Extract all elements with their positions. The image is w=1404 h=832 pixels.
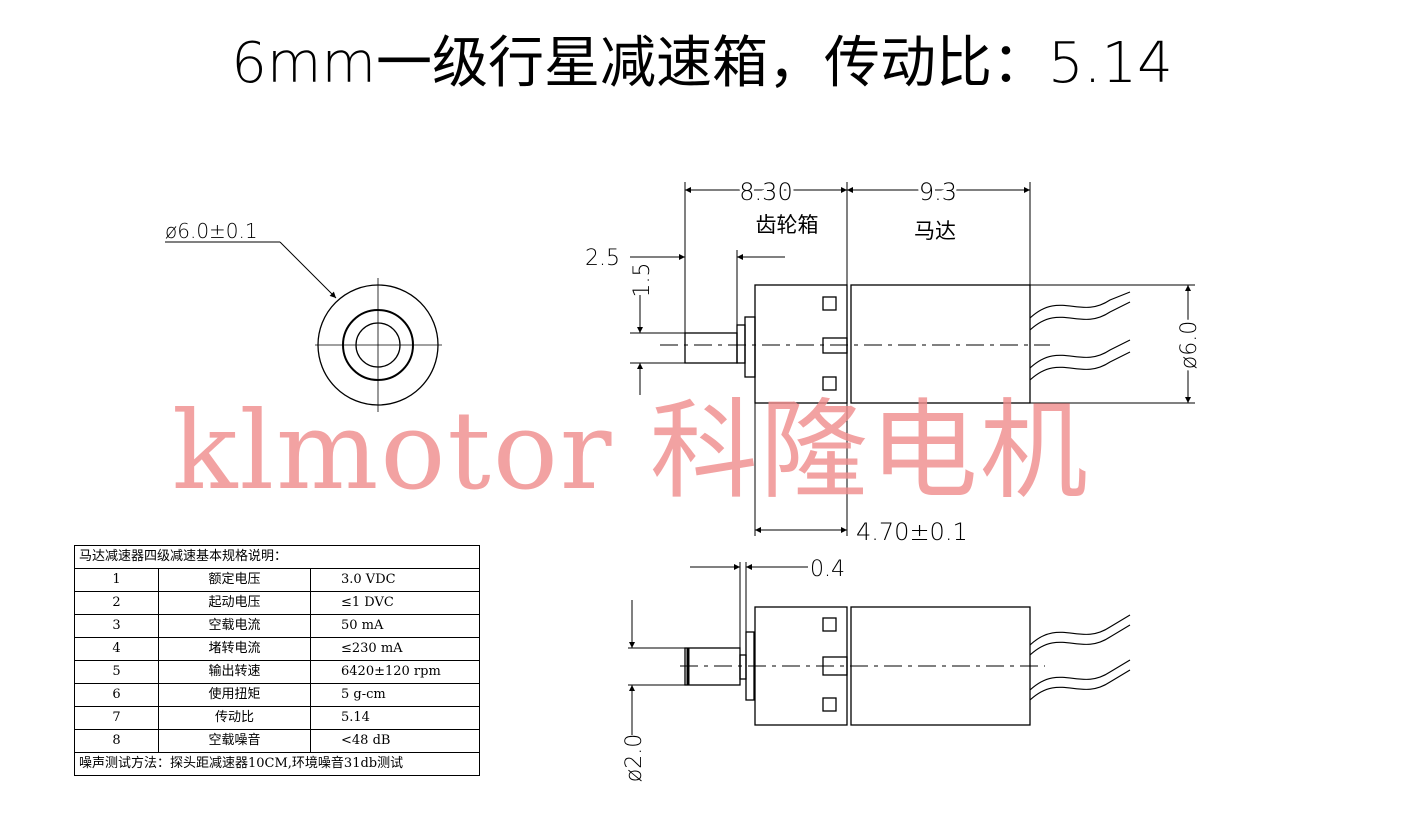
label-gearbox: 齿轮箱 [756,213,819,237]
dim-shaft-diameter: ø2.0 [622,734,647,782]
cell-no: 4 [74,637,159,661]
dim-shaft-length: 2.5 [585,246,620,271]
cell-value: ≤1 DVC [310,591,480,615]
cell-value: 5.14 [310,706,480,730]
cell-item: 输出转速 [158,660,311,684]
cell-item: 起动电压 [158,591,311,615]
cell-item: 传动比 [158,706,311,730]
cell-value: 50 mA [310,614,480,638]
dim-gearbox-body: 4.70±0.1 [856,518,968,546]
spec-table-title: 马达减速器四级减速基本规格说明： [74,545,480,569]
cell-value: <48 dB [310,729,480,753]
cell-item: 额定电压 [158,568,311,592]
cell-no: 7 [74,706,159,730]
cell-no: 1 [74,568,159,592]
end-view [165,241,442,412]
cell-value: 5 g-cm [310,683,480,707]
dim-shaft-height: 1.5 [630,263,655,298]
cell-item: 空载噪音 [158,729,311,753]
label-motor: 马达 [914,219,956,243]
cell-item: 空载电流 [158,614,311,638]
cell-no: 3 [74,614,159,638]
cell-no: 8 [74,729,159,753]
cell-value: ≤230 mA [310,637,480,661]
cell-item: 使用扭矩 [158,683,311,707]
cell-value: 6420±120 rpm [310,660,480,684]
cell-item: 堵转电流 [158,637,311,661]
cell-no: 6 [74,683,159,707]
top-view [630,182,1195,536]
end-view-diameter-label: ø6.0±0.1 [165,219,258,243]
spec-table-footer: 噪声测试方法：探头距减速器10CM,环境噪音31db测试 [74,752,480,776]
dim-motor-length: 9.3 [919,178,957,206]
dim-diameter: ø6.0 [1177,321,1202,369]
page-title: 6mm一级行星减速箱，传动比：5.14 [231,31,1172,96]
cell-no: 2 [74,591,159,615]
cell-value: 3.0 VDC [310,568,480,592]
dim-gearbox-length: 8.30 [739,178,792,206]
dim-flange-thickness: 0.4 [810,557,845,582]
cell-no: 5 [74,660,159,684]
bottom-view [628,562,1131,735]
